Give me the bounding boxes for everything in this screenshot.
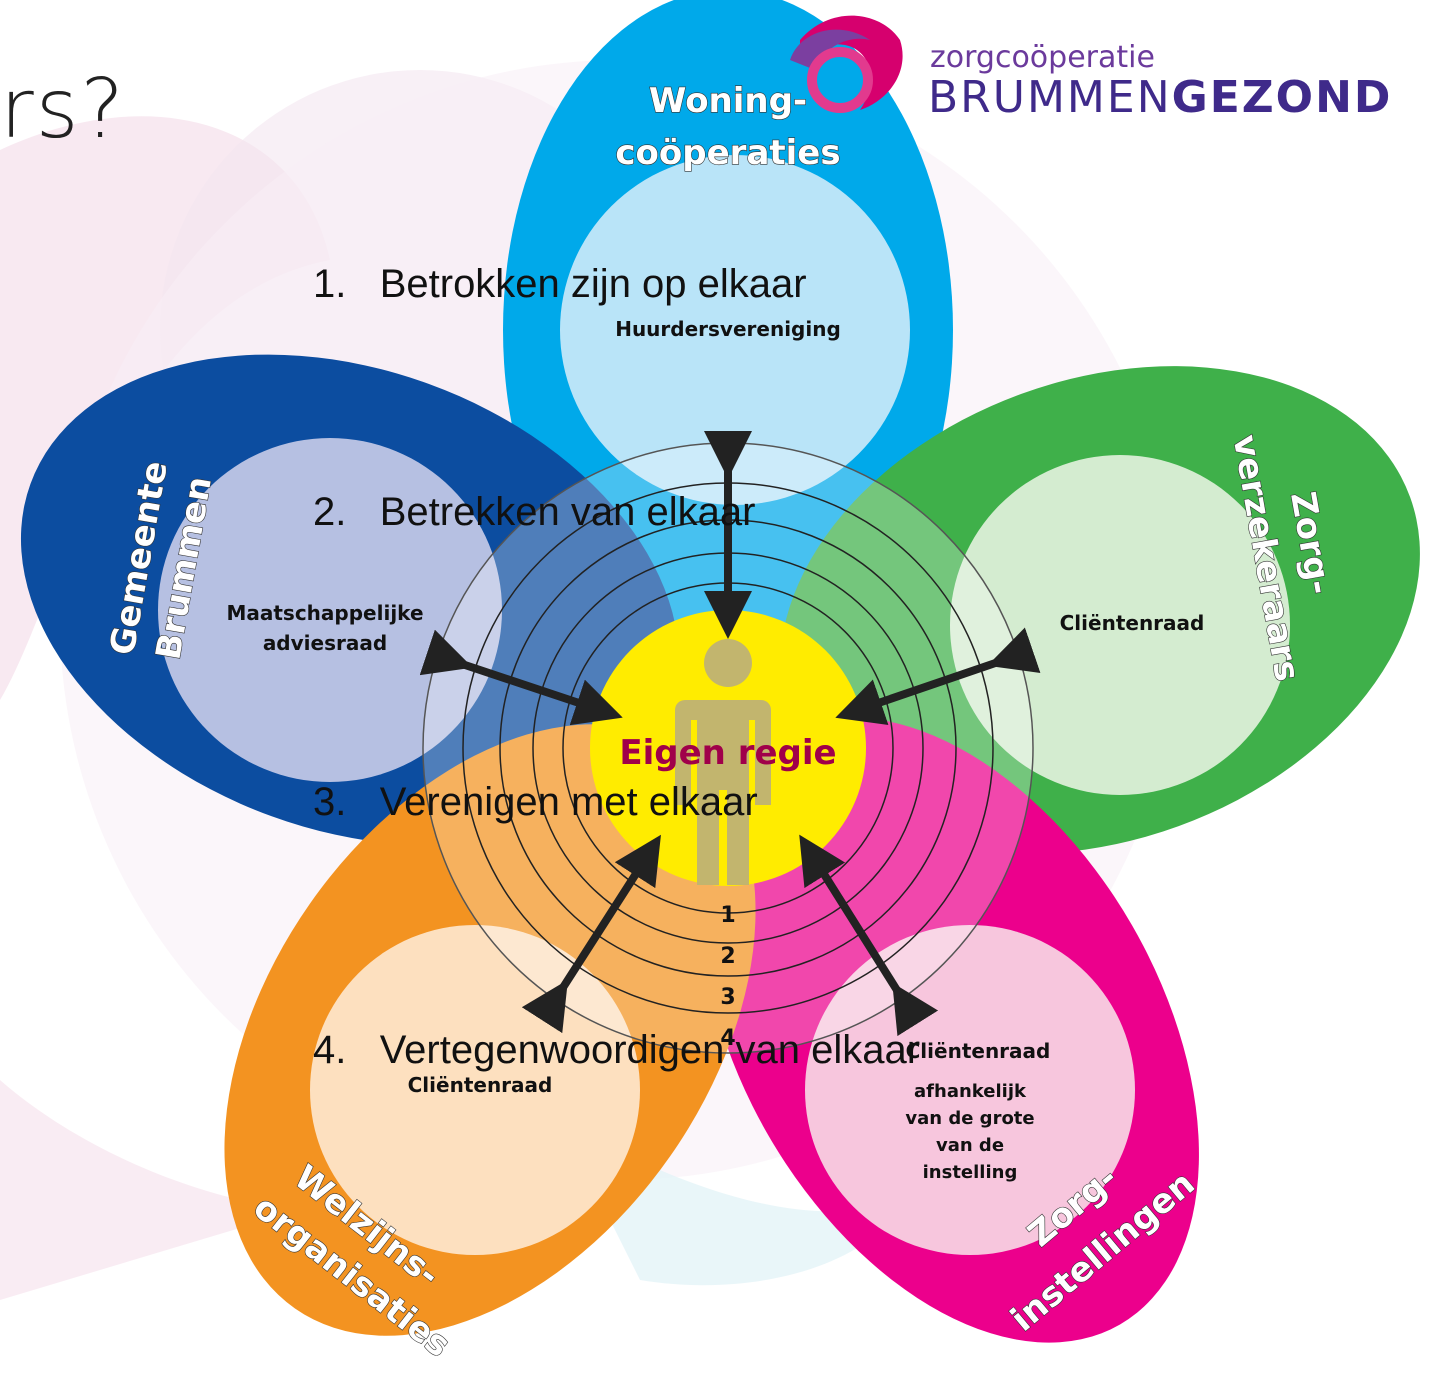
step-2: 2. Betrekken van elkaar [313,490,755,535]
inner-clientenraad-bottom-left: Cliëntenraad [408,1073,553,1097]
arrow-bottom-left [521,834,661,1034]
logo-text-line2: BRUMMENGEZOND [928,72,1392,123]
inner-huurdersvereniging: Huurdersvereniging [615,317,841,341]
center-eigen-regie [590,610,866,886]
page-title-fragment: rs? [0,62,126,157]
inner-note-line1: afhankelijk [914,1081,1027,1102]
step-1-num: 1. [313,262,347,306]
inner-clientenraad-bottom-right: Cliëntenraad [906,1039,1051,1063]
ring-number-3: 3 [720,985,735,1010]
logo-text-regular: BRUMMEN [928,72,1172,123]
step-2-num: 2. [313,490,347,534]
arrow-right [835,627,1041,725]
step-4-text: Vertegenwoordigen van elkaar [379,1028,921,1072]
title-woning-line2: coöperaties [615,133,840,173]
step-3-text: Verenigen met elkaar [379,780,758,824]
petal-woningcooperaties [503,0,953,670]
step-3-num: 3. [313,780,347,824]
inner-note-line3: van de [936,1135,1004,1156]
center-label: Eigen regie [619,733,836,773]
step-2-text: Betrekken van elkaar [379,490,756,534]
inner-clientenraad-right: Cliëntenraad [1060,611,1205,635]
step-1: 1. Betrokken zijn op elkaar [313,262,807,307]
title-woning-line1: Woning- [649,81,807,121]
connection-arrows [419,431,1041,1037]
inner-note-line4: instelling [923,1162,1018,1183]
ring-number-1: 1 [720,903,735,928]
logo-text-bold: GEZOND [1171,72,1393,123]
logo-mark [790,15,903,113]
person-icon [675,639,771,885]
arrow-bottom-right [799,834,939,1037]
inner-adviesraad: adviesraad [263,631,387,655]
step-3: 3. Verenigen met elkaar [313,780,758,825]
arrow-left [419,629,623,726]
inner-note-line2: van de grote [905,1108,1034,1129]
logo-text-line1: zorgcoöperatie [930,40,1155,75]
ring-number-4: 4 [720,1026,735,1051]
inner-maatschappelijke: Maatschappelijke [226,601,423,625]
step-1-text: Betrokken zijn op elkaar [379,262,807,306]
step-4: 4. Vertegenwoordigen van elkaar [313,1028,920,1073]
step-4-num: 4. [313,1028,347,1072]
ring-number-2: 2 [720,944,735,969]
